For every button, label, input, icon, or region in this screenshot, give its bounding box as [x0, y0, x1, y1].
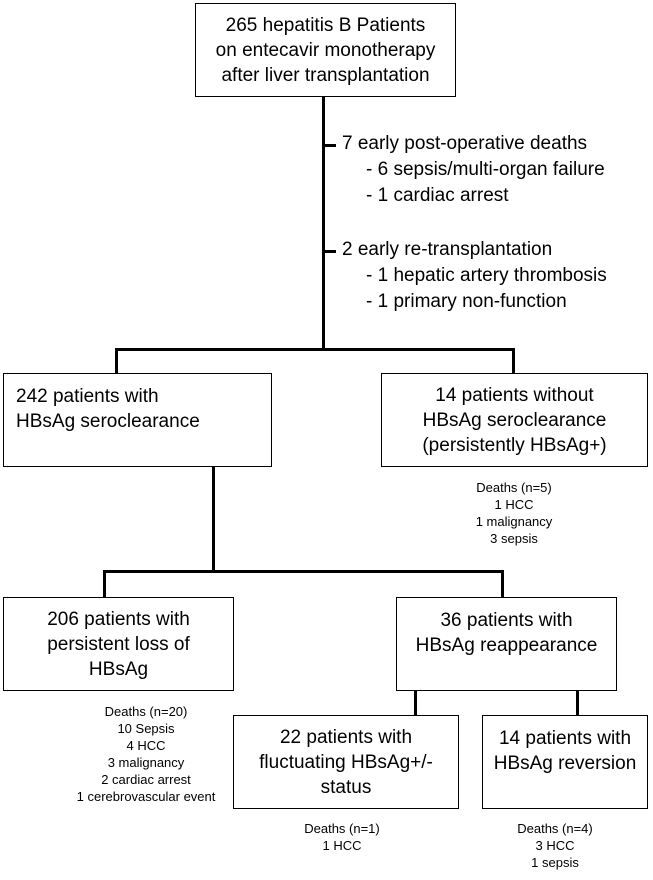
- exclusion-early-deaths: 7 early post-operative deaths - 6 sepsis…: [342, 131, 605, 209]
- connector-split-1-left: [115, 348, 118, 374]
- deaths-line: Deaths (n=20): [104, 704, 188, 719]
- connector-reappearance-left: [414, 690, 417, 716]
- exclusion-early-deaths-item: - 6 sepsis/multi-organ failure: [366, 159, 605, 180]
- deaths-line: Deaths (n=5): [476, 480, 552, 495]
- connector-exclusion-deaths: [322, 144, 336, 147]
- box-persistent-loss-line-3: HBsAg: [88, 658, 149, 680]
- box-persistent-loss: 206 patients with persistent loss of HBs…: [3, 597, 234, 691]
- connector-reappearance-right: [576, 690, 579, 716]
- connector-split-2-left: [103, 570, 106, 598]
- box-persistent-loss-line-2: persistent loss of: [47, 633, 190, 655]
- box-total-patients-line-1: 265 hepatitis B Patients: [225, 14, 426, 36]
- box-without-seroclearance: 14 patients without HBsAg seroclearance …: [381, 373, 648, 467]
- exclusion-retransplant-item: - 1 primary non-function: [366, 291, 567, 312]
- box-without-seroclearance-line-2: HBsAg seroclearance: [422, 409, 607, 431]
- deaths-line: 1 sepsis: [531, 855, 579, 870]
- connector-exclusion-retransplant: [322, 250, 336, 253]
- deaths-line: 1 HCC: [494, 497, 534, 512]
- box-total-patients-line-3: after liver transplantation: [221, 64, 430, 86]
- exclusion-retransplant: 2 early re-transplantation - 1 hepatic a…: [342, 237, 607, 315]
- box-reappearance: 36 patients with HBsAg reappearance: [396, 597, 617, 691]
- box-reversion: 14 patients with HBsAg reversion: [482, 715, 648, 809]
- box-seroclearance-line-1: 242 patients with: [16, 386, 159, 407]
- box-reappearance-line-2: HBsAg reappearance: [415, 635, 598, 656]
- box-persistent-loss-line-1: 206 patients with: [47, 608, 190, 630]
- deaths-line: 1 HCC: [322, 838, 362, 853]
- deaths-without-seroclearance: Deaths (n=5) 1 HCC 1 malignancy 3 sepsis: [451, 479, 577, 547]
- box-without-seroclearance-line-3: (persistently HBsAg+): [422, 434, 607, 456]
- connector-split-1-right: [512, 348, 515, 374]
- connector-split-2: [103, 570, 504, 573]
- deaths-line: 4 HCC: [126, 738, 166, 753]
- deaths-line: 3 sepsis: [490, 531, 538, 546]
- connector-seroclearance-trunk: [212, 466, 215, 572]
- deaths-line: 2 cardiac arrest: [101, 772, 191, 787]
- connector-split-2-right: [501, 570, 504, 598]
- box-fluctuating-line-3: status: [320, 776, 372, 798]
- box-seroclearance-line-2: HBsAg seroclearance: [16, 411, 200, 432]
- box-fluctuating-line-1: 22 patients with: [279, 726, 413, 748]
- box-fluctuating: 22 patients with fluctuating HBsAg+/- st…: [233, 715, 459, 809]
- deaths-line: 3 HCC: [535, 838, 575, 853]
- box-reversion-line-1: 14 patients with: [498, 728, 632, 749]
- deaths-line: Deaths (n=4): [517, 821, 593, 836]
- box-total-patients-line-2: on entecavir monotherapy: [215, 39, 436, 61]
- exclusion-retransplant-item: - 1 hepatic artery thrombosis: [366, 265, 607, 286]
- deaths-line: 3 malignancy: [107, 755, 185, 770]
- connector-top-trunk: [322, 96, 325, 350]
- connector-split-1: [115, 348, 515, 351]
- exclusion-early-deaths-title: 7 early post-operative deaths: [342, 133, 588, 154]
- deaths-reversion: Deaths (n=4) 3 HCC 1 sepsis: [499, 820, 611, 871]
- box-total-patients: 265 hepatitis B Patients on entecavir mo…: [195, 3, 456, 97]
- exclusion-retransplant-title: 2 early re-transplantation: [342, 239, 553, 260]
- box-without-seroclearance-line-1: 14 patients without: [435, 384, 594, 406]
- box-seroclearance: 242 patients with HBsAg seroclearance: [3, 373, 272, 467]
- deaths-line: 1 malignancy: [475, 514, 553, 529]
- box-reversion-line-2: HBsAg reversion: [493, 753, 637, 774]
- deaths-line: 1 cerebrovascular event: [76, 789, 216, 804]
- deaths-fluctuating: Deaths (n=1) 1 HCC: [286, 820, 398, 854]
- exclusion-early-deaths-item: - 1 cardiac arrest: [366, 185, 509, 206]
- box-fluctuating-line-2: fluctuating HBsAg+/-: [259, 751, 433, 773]
- box-reappearance-line-1: 36 patients with: [440, 610, 573, 631]
- deaths-line: Deaths (n=1): [304, 821, 380, 836]
- deaths-persistent-loss: Deaths (n=20) 10 Sepsis 4 HCC 3 malignan…: [56, 703, 236, 805]
- deaths-line: 10 Sepsis: [117, 721, 175, 736]
